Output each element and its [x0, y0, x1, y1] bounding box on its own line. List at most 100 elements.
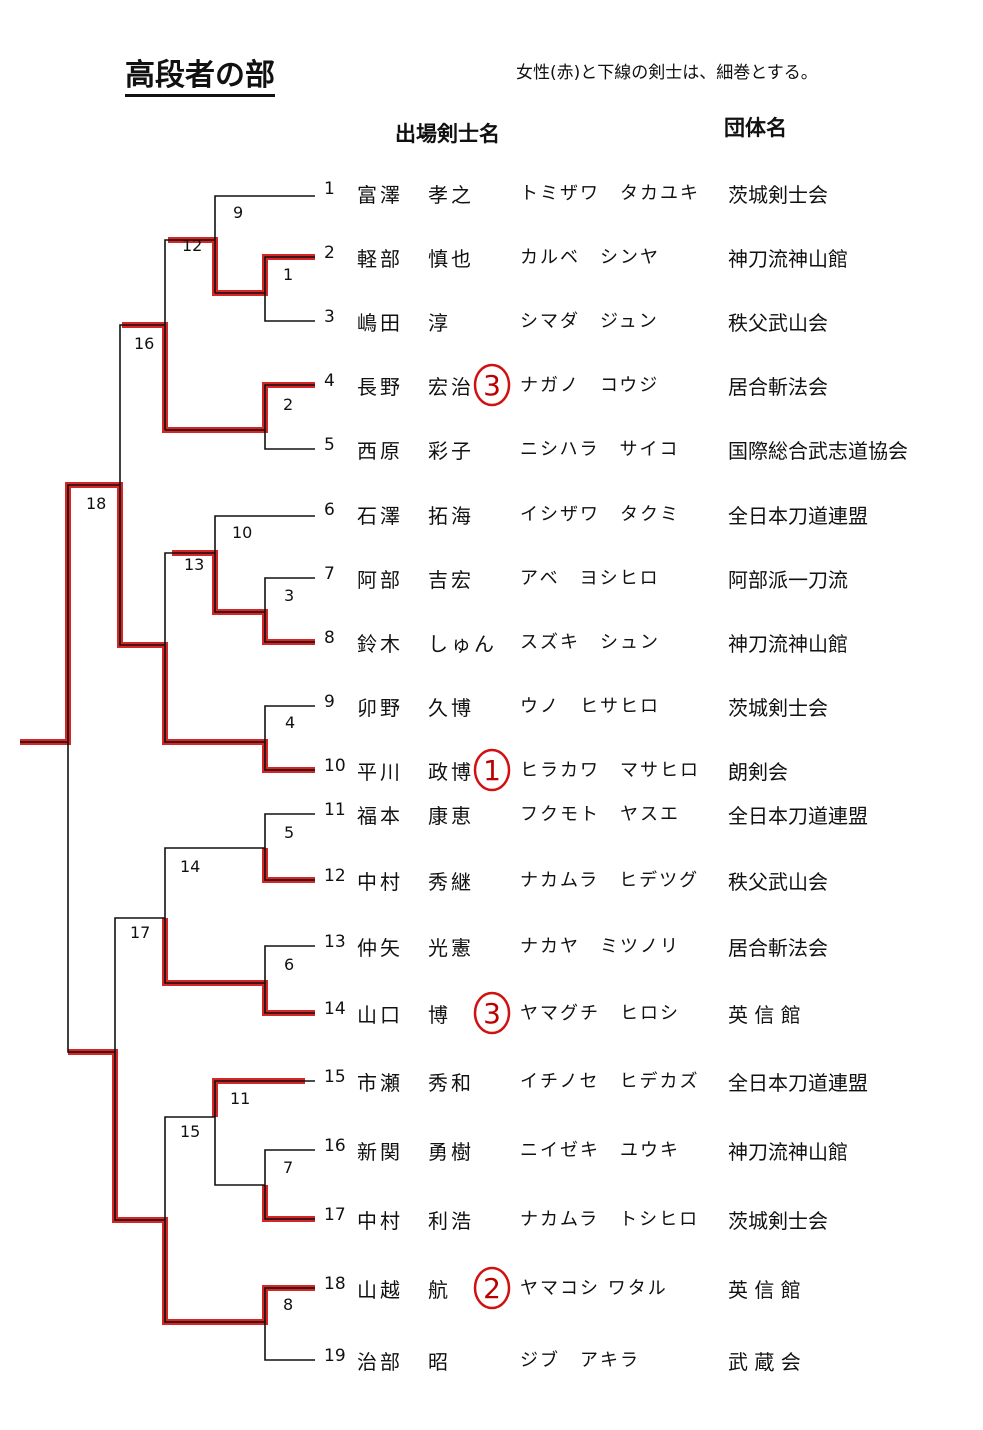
entrant-given-name: 宏治	[428, 375, 474, 399]
entrant-number: 7	[324, 564, 335, 584]
entrant-group: 全日本刀道連盟	[728, 1071, 868, 1095]
entrant-number: 13	[324, 932, 346, 952]
entrant-surname: 石澤	[357, 504, 403, 528]
entrant-kana: シマダ ジュン	[520, 311, 659, 332]
match-number: 1	[283, 265, 293, 284]
winner-path-highlight	[20, 237, 315, 1325]
entrant-number: 1	[324, 179, 335, 199]
match-number: 15	[180, 1122, 200, 1141]
entrant-kana: ウノ ヒサヒロ	[520, 696, 660, 717]
entrant-kana: フクモト ヤスエ	[520, 804, 680, 825]
entrant-group: 居合斬法会	[728, 375, 828, 399]
entrant-surname: 平川	[357, 760, 403, 784]
match-number: 7	[283, 1158, 293, 1177]
entrant-given-name: 康恵	[428, 804, 474, 828]
entrant-group: 秩父武山会	[728, 870, 828, 894]
entrant-surname: 仲矢	[357, 936, 403, 960]
entrant-group: 秩父武山会	[728, 311, 828, 335]
entrant-given-name: 勇樹	[428, 1140, 474, 1164]
entrant-surname: 嶋田	[357, 311, 403, 335]
entrant-surname: 長野	[357, 375, 403, 399]
entrant-group: 国際総合武志道協会	[728, 439, 908, 463]
entrant-kana: ヤマコシ ワタル	[520, 1278, 668, 1299]
match-number: 13	[184, 555, 204, 574]
entrant-number: 9	[324, 692, 335, 712]
entrant-given-name: 光憲	[428, 936, 474, 960]
entrant-surname: 治部	[357, 1350, 403, 1374]
entrant-number: 16	[324, 1136, 346, 1156]
entrant-kana: ヒラカワ マサヒロ	[520, 760, 700, 781]
page-title: 高段者の部	[125, 58, 275, 97]
entrant-given-name: 久博	[428, 696, 474, 720]
match-number: 14	[180, 857, 200, 876]
entrant-given-name: 孝之	[428, 183, 474, 207]
entrant-kana: イシザワ タクミ	[520, 504, 680, 525]
entrant-surname: 富澤	[357, 183, 403, 207]
column-header-group: 団体名	[724, 116, 787, 140]
entrant-surname: 福本	[357, 804, 403, 828]
entrant-given-name: 吉宏	[428, 568, 474, 592]
entrant-given-name: 利浩	[428, 1209, 474, 1233]
entrant-group: 阿部派一刀流	[728, 568, 848, 592]
entrant-given-name: 淳	[428, 311, 451, 335]
match-number: 12	[182, 236, 202, 255]
entrant-number: 11	[324, 800, 346, 820]
entrant-group: 茨城剣士会	[728, 696, 828, 720]
entrant-group: 全日本刀道連盟	[728, 504, 868, 528]
entrant-number: 17	[324, 1205, 346, 1225]
entrant-given-name: 航	[428, 1278, 451, 1302]
entrant-given-name: 秀和	[428, 1071, 474, 1095]
placement-circle: 3	[473, 363, 511, 407]
entrant-number: 10	[324, 756, 346, 776]
entrant-kana: ニイゼキ ユウキ	[520, 1140, 680, 1161]
placement-number: 2	[483, 1272, 501, 1305]
entrant-number: 19	[324, 1346, 346, 1366]
entrant-group: 英 信 館	[728, 1003, 801, 1027]
match-number: 16	[134, 334, 154, 353]
placement-number: 1	[483, 754, 501, 787]
entrant-surname: 中村	[357, 870, 403, 894]
entrant-kana: ナカムラ ヒデツグ	[520, 870, 700, 891]
match-number: 8	[283, 1295, 293, 1314]
entrant-group: 茨城剣士会	[728, 183, 828, 207]
entrant-kana: イチノセ ヒデカズ	[520, 1071, 700, 1092]
entrant-number: 2	[324, 243, 335, 263]
entrant-kana: アベ ヨシヒロ	[520, 568, 660, 589]
match-number: 4	[285, 713, 295, 732]
entrant-surname: 卯野	[357, 696, 403, 720]
entrant-given-name: 拓海	[428, 504, 474, 528]
entrant-surname: 鈴木	[357, 632, 403, 656]
bracket-lines	[20, 195, 315, 1361]
entrant-surname: 軽部	[357, 247, 403, 271]
entrant-group: 神刀流神山館	[728, 632, 848, 656]
match-number: 2	[283, 395, 293, 414]
entrant-kana: カルベ シンヤ	[520, 247, 660, 268]
entrant-surname: 市瀬	[357, 1071, 403, 1095]
entrant-group: 神刀流神山館	[728, 1140, 848, 1164]
match-number: 6	[284, 955, 294, 974]
match-number: 3	[284, 586, 294, 605]
entrant-kana: スズキ シュン	[520, 632, 660, 653]
entrant-surname: 山越	[357, 1278, 403, 1302]
entrant-given-name: 慎也	[428, 247, 474, 271]
placement-circle: 3	[473, 991, 511, 1035]
entrant-number: 14	[324, 999, 346, 1019]
entrant-kana: ジブ アキラ	[520, 1350, 640, 1371]
placement-number: 3	[483, 369, 501, 402]
entrant-number: 4	[324, 371, 335, 391]
match-number: 18	[86, 494, 106, 513]
rule-note: 女性(赤)と下線の剣士は、細巻とする。	[516, 63, 818, 83]
entrant-given-name: 博	[428, 1003, 451, 1027]
entrant-surname: 山口	[357, 1003, 403, 1027]
placement-number: 3	[483, 997, 501, 1030]
match-number: 10	[232, 523, 252, 542]
entrant-group: 武 蔵 会	[728, 1350, 801, 1374]
entrant-given-name: 秀継	[428, 870, 474, 894]
entrant-group: 神刀流神山館	[728, 247, 848, 271]
entrant-given-name: 政博	[428, 760, 474, 784]
entrant-number: 3	[324, 307, 335, 327]
column-header-name: 出場剣士名	[395, 122, 500, 146]
entrant-number: 6	[324, 500, 335, 520]
entrant-group: 茨城剣士会	[728, 1209, 828, 1233]
entrant-given-name: しゅん	[428, 632, 497, 656]
